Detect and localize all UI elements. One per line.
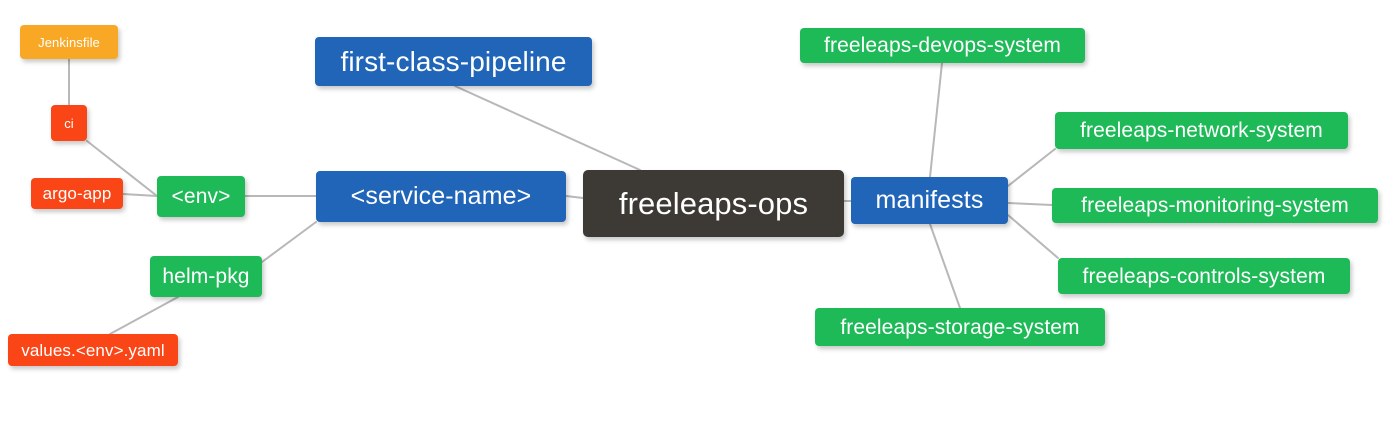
mindmap-node-network[interactable]: freeleaps-network-system xyxy=(1055,112,1348,149)
edge-helm-pkg-to-values-yaml xyxy=(109,296,179,335)
edge-manifests-to-controls xyxy=(1007,214,1059,259)
mindmap-node-env[interactable]: <env> xyxy=(157,176,245,217)
mindmap-node-devops[interactable]: freeleaps-devops-system xyxy=(800,28,1085,63)
edge-manifests-to-storage xyxy=(929,223,961,309)
edge-manifests-to-monitoring xyxy=(1007,202,1053,206)
mindmap-node-storage[interactable]: freeleaps-storage-system xyxy=(815,308,1105,346)
edge-argo-app-to-env xyxy=(122,193,158,197)
edge-manifests-to-devops xyxy=(929,62,943,178)
mindmap-node-controls[interactable]: freeleaps-controls-system xyxy=(1058,258,1350,294)
mindmap-node-helm-pkg[interactable]: helm-pkg xyxy=(150,256,262,297)
mindmap-node-argo-app[interactable]: argo-app xyxy=(31,178,123,209)
edge-service-name-to-helm-pkg xyxy=(261,221,317,263)
edge-service-name-to-root xyxy=(565,195,584,199)
mindmap-node-values-yaml[interactable]: values.<env>.yaml xyxy=(8,334,178,366)
mindmap-node-jenkinsfile[interactable]: Jenkinsfile xyxy=(20,25,118,59)
mindmap-node-ci[interactable]: ci xyxy=(51,105,87,141)
edge-manifests-to-network xyxy=(1007,148,1056,187)
mindmap-node-root[interactable]: freeleaps-ops xyxy=(583,170,844,237)
mindmap-node-pipeline[interactable]: first-class-pipeline xyxy=(315,37,592,86)
edge-pipeline-to-root xyxy=(454,85,641,171)
mindmap-node-manifests[interactable]: manifests xyxy=(851,177,1008,224)
mindmap-node-service-name[interactable]: <service-name> xyxy=(316,171,566,222)
mindmap-node-monitoring[interactable]: freeleaps-monitoring-system xyxy=(1052,188,1378,223)
